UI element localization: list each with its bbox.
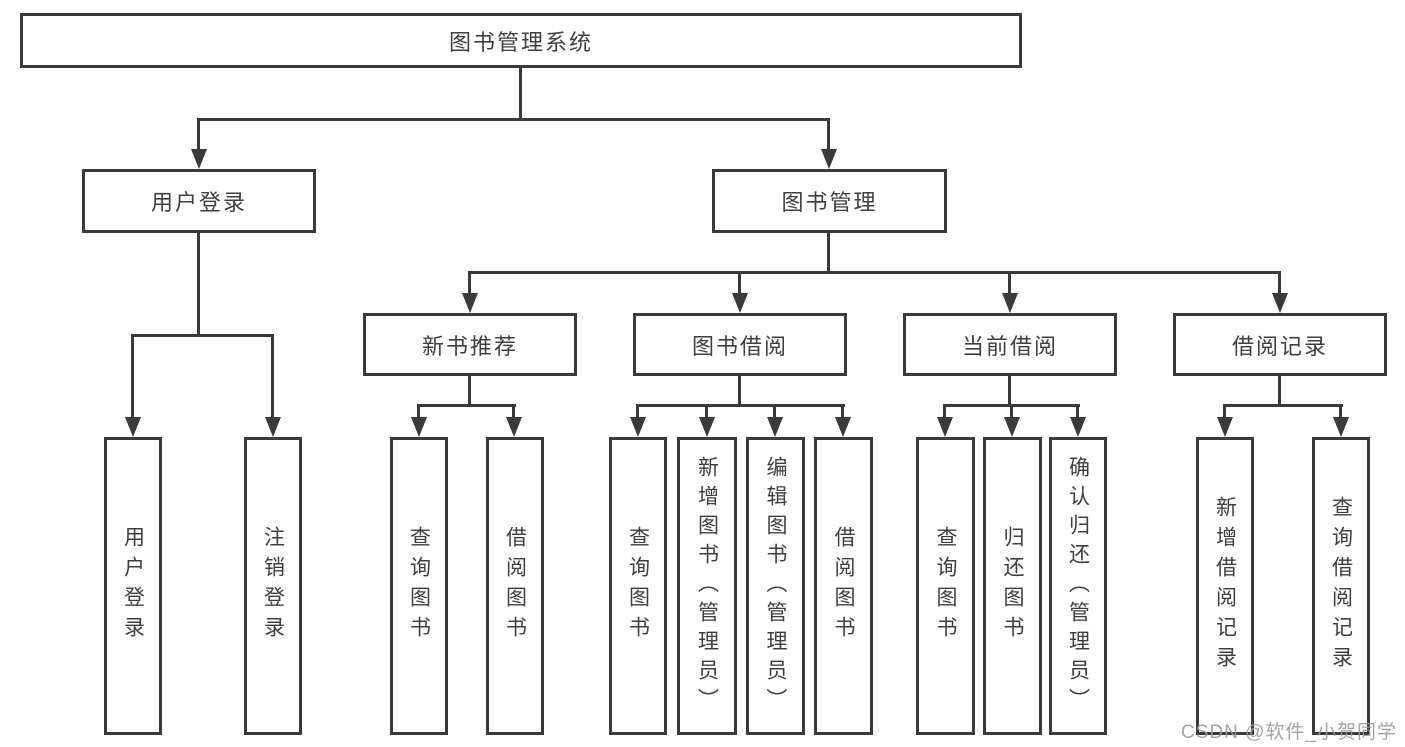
node-borrow-record: 借阅记录: [1173, 313, 1387, 376]
arrowhead-user-login: [191, 149, 207, 169]
connector-current-borrow-stem: [1008, 376, 1011, 406]
arrowhead-leaf-login: [125, 417, 141, 437]
leaf-borrow-book-2-label: 借阅图书: [832, 526, 855, 646]
connector-to-new-book: [468, 273, 471, 295]
connector-root-rail: [197, 118, 830, 121]
node-user-login-label: 用户登录: [150, 190, 247, 215]
node-root: 图书管理系统: [20, 13, 1022, 68]
connector-to-leaf-login: [131, 336, 134, 418]
arrowhead-leaf-query2: [630, 417, 646, 437]
connector-to-leaf-logout: [271, 336, 274, 418]
leaf-query-book-2-label: 查询图书: [626, 526, 650, 646]
leaf-query-book-2: 查询图书: [609, 437, 667, 735]
connector-to-leaf-add-record: [1223, 406, 1226, 418]
arrowhead-leaf-borrow1: [506, 417, 522, 437]
arrowhead-leaf-return: [1004, 417, 1020, 437]
connector-book-borrow-rail: [636, 404, 845, 407]
leaf-borrow-book-2: 借阅图书: [814, 437, 873, 735]
leaf-query-borrow-record-label: 查询借阅记录: [1329, 496, 1353, 676]
leaf-borrow-book-1-label: 借阅图书: [503, 526, 527, 646]
leaf-add-book-label: 新增图书（管理员）: [695, 455, 719, 717]
connector-borrow-record-stem: [1278, 376, 1281, 406]
leaf-return-book: 归还图书: [983, 437, 1042, 735]
arrowhead-leaf-query-record: [1333, 417, 1349, 437]
leaf-query-book-1: 查询图书: [390, 437, 448, 735]
connector-book-mgmt-rail: [468, 271, 1281, 274]
leaf-add-borrow-record-label: 新增借阅记录: [1213, 496, 1237, 676]
arrowhead-leaf-add-record: [1217, 417, 1233, 437]
leaf-query-book-3-label: 查询图书: [934, 526, 957, 646]
leaf-query-borrow-record: 查询借阅记录: [1312, 437, 1370, 735]
connector-to-leaf-edit-book: [773, 406, 776, 418]
arrowhead-leaf-borrow2: [835, 417, 851, 437]
arrowhead-leaf-confirm-return: [1070, 417, 1086, 437]
connector-borrow-record-rail: [1223, 404, 1343, 407]
node-book-borrow-label: 图书借阅: [691, 333, 788, 359]
node-book-borrow: 图书借阅: [633, 313, 847, 376]
leaf-user-login: 用户登录: [104, 437, 162, 735]
connector-to-current-borrow: [1008, 273, 1011, 295]
connector-root-stem: [519, 68, 522, 120]
arrowhead-leaf-logout: [265, 417, 281, 437]
arrowhead-leaf-query3: [937, 417, 953, 437]
connector-to-book-borrow: [738, 273, 741, 295]
node-borrow-record-label: 借阅记录: [1231, 333, 1328, 359]
connector-to-leaf-borrow1: [512, 406, 515, 418]
leaf-logout: 注销登录: [244, 437, 302, 735]
connector-to-leaf-add-book: [705, 406, 708, 418]
connector-user-login-stem: [197, 233, 200, 336]
leaf-edit-book-label: 编辑图书（管理员）: [764, 455, 787, 717]
connector-new-book-rail: [417, 404, 516, 407]
connector-to-leaf-confirm-return: [1076, 406, 1079, 418]
node-book-mgmt-label: 图书管理: [781, 190, 878, 215]
connector-to-leaf-query1: [417, 406, 420, 418]
leaf-confirm-return: 确认归还（管理员）: [1049, 437, 1107, 735]
connector-to-leaf-borrow2: [841, 406, 844, 418]
csdn-watermark: CSDN @软件_小贺同学: [1181, 722, 1397, 743]
arrowhead-book-mgmt: [821, 149, 837, 169]
leaf-logout-label: 注销登录: [261, 526, 285, 646]
leaf-query-book-1-label: 查询图书: [407, 526, 431, 646]
connector-current-borrow-rail: [943, 404, 1080, 407]
connector-to-borrow-record: [1278, 273, 1281, 295]
arrowhead-leaf-edit-book: [767, 417, 783, 437]
node-root-label: 图书管理系统: [448, 29, 593, 55]
node-new-book-label: 新书推荐: [421, 333, 518, 359]
leaf-return-book-label: 归还图书: [1001, 526, 1024, 646]
connector-book-mgmt-stem: [827, 233, 830, 273]
leaf-confirm-return-label: 确认归还（管理员）: [1066, 455, 1090, 717]
leaf-borrow-book-1: 借阅图书: [486, 437, 544, 735]
connector-to-leaf-query2: [636, 406, 639, 418]
arrowhead-current-borrow: [1002, 293, 1018, 313]
connector-user-login-rail: [131, 334, 274, 337]
leaf-add-book: 新增图书（管理员）: [677, 437, 737, 735]
connector-book-borrow-stem: [738, 376, 741, 406]
connector-to-leaf-query3: [943, 406, 946, 418]
node-new-book: 新书推荐: [363, 313, 577, 376]
node-current-borrow: 当前借阅: [903, 313, 1117, 376]
leaf-edit-book: 编辑图书（管理员）: [746, 437, 805, 735]
arrowhead-borrow-record: [1272, 293, 1288, 313]
arrowhead-leaf-add-book: [699, 417, 715, 437]
arrowhead-leaf-query1: [411, 417, 427, 437]
connector-to-leaf-query-record: [1339, 406, 1342, 418]
leaf-add-borrow-record: 新增借阅记录: [1196, 437, 1254, 735]
connector-to-book-mgmt: [827, 120, 830, 151]
node-current-borrow-label: 当前借阅: [961, 333, 1058, 359]
leaf-user-login-label: 用户登录: [121, 526, 145, 646]
node-user-login: 用户登录: [82, 169, 316, 233]
connector-to-user-login: [197, 120, 200, 151]
node-book-mgmt: 图书管理: [712, 169, 947, 233]
connector-to-leaf-return: [1010, 406, 1013, 418]
leaf-query-book-3: 查询图书: [916, 437, 975, 735]
arrowhead-book-borrow: [732, 293, 748, 313]
connector-new-book-stem: [468, 376, 471, 406]
arrowhead-new-book: [462, 293, 478, 313]
